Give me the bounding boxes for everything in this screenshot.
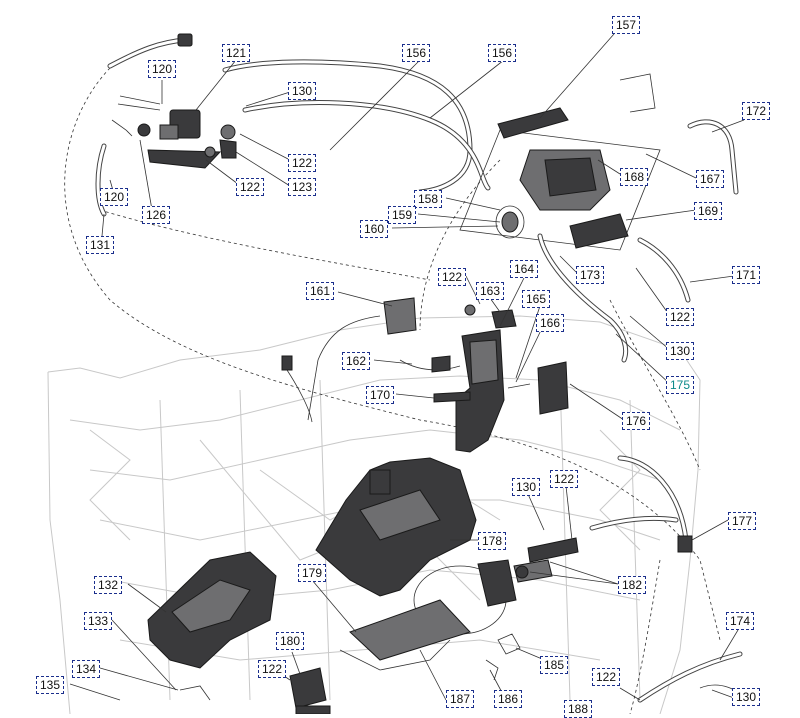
callout-173[interactable]: 173 — [576, 266, 605, 284]
heating-module — [459, 73, 739, 303]
callout-188[interactable]: 188 — [564, 700, 593, 718]
callout-178[interactable]: 178 — [478, 532, 507, 550]
callout-161[interactable]: 161 — [306, 282, 335, 300]
callout-160[interactable]: 160 — [360, 220, 389, 238]
callout-134[interactable]: 134 — [72, 660, 101, 678]
callout-157[interactable]: 157 — [612, 16, 641, 34]
callout-130-bottom[interactable]: 130 — [732, 688, 761, 706]
callout-121[interactable]: 121 — [222, 44, 251, 62]
drip-tray-132 — [147, 551, 277, 669]
callout-180[interactable]: 180 — [276, 632, 305, 650]
pump-assembly — [95, 33, 222, 217]
callout-130-top[interactable]: 130 — [288, 82, 317, 100]
callout-169[interactable]: 169 — [694, 202, 723, 220]
valve-182 — [513, 515, 679, 583]
callout-186[interactable]: 186 — [494, 690, 523, 708]
callout-122-d[interactable]: 122 — [666, 308, 695, 326]
callout-175[interactable]: 175 — [666, 376, 695, 394]
callout-132[interactable]: 132 — [94, 576, 123, 594]
callout-185[interactable]: 185 — [540, 656, 569, 674]
tube-177 — [617, 455, 693, 553]
callout-126[interactable]: 126 — [142, 206, 171, 224]
callout-158[interactable]: 158 — [414, 190, 443, 208]
callout-165[interactable]: 165 — [522, 290, 551, 308]
callout-122-b[interactable]: 122 — [236, 178, 265, 196]
callout-163[interactable]: 163 — [476, 282, 505, 300]
callout-120-top[interactable]: 120 — [148, 60, 177, 78]
callout-133[interactable]: 133 — [84, 612, 113, 630]
callout-135[interactable]: 135 — [36, 676, 65, 694]
callout-159[interactable]: 159 — [388, 206, 417, 224]
callout-164[interactable]: 164 — [510, 260, 539, 278]
callout-176[interactable]: 176 — [622, 412, 651, 430]
tube-156 — [219, 59, 491, 195]
callout-122-g[interactable]: 122 — [592, 668, 621, 686]
bracket-178 — [315, 457, 477, 597]
callout-170[interactable]: 170 — [366, 386, 395, 404]
leader-lines — [69, 33, 745, 701]
routing-dashed-lines — [64, 67, 721, 714]
callout-122-e[interactable]: 122 — [550, 470, 579, 488]
lower-components — [179, 559, 745, 714]
middle-components — [281, 297, 569, 453]
callout-130-mid[interactable]: 130 — [666, 342, 695, 360]
callout-130-low[interactable]: 130 — [512, 478, 541, 496]
callout-123[interactable]: 123 — [288, 178, 317, 196]
tube-173 — [537, 233, 629, 363]
callout-156-left[interactable]: 156 — [402, 44, 431, 62]
callout-131[interactable]: 131 — [86, 236, 115, 254]
callout-171[interactable]: 171 — [732, 266, 761, 284]
callout-156-right[interactable]: 156 — [488, 44, 517, 62]
callout-187[interactable]: 187 — [446, 690, 475, 708]
callout-172[interactable]: 172 — [742, 102, 771, 120]
callout-166[interactable]: 166 — [536, 314, 565, 332]
callout-120-bottom[interactable]: 120 — [100, 188, 129, 206]
callout-122-a[interactable]: 122 — [288, 154, 317, 172]
callout-162[interactable]: 162 — [342, 352, 371, 370]
callout-179[interactable]: 179 — [298, 564, 327, 582]
callout-168[interactable]: 168 — [620, 168, 649, 186]
callout-122-c[interactable]: 122 — [438, 268, 467, 286]
callout-174[interactable]: 174 — [726, 612, 755, 630]
callout-167[interactable]: 167 — [696, 170, 725, 188]
callout-182[interactable]: 182 — [618, 576, 647, 594]
callout-177[interactable]: 177 — [728, 512, 757, 530]
callout-122-f[interactable]: 122 — [258, 660, 287, 678]
